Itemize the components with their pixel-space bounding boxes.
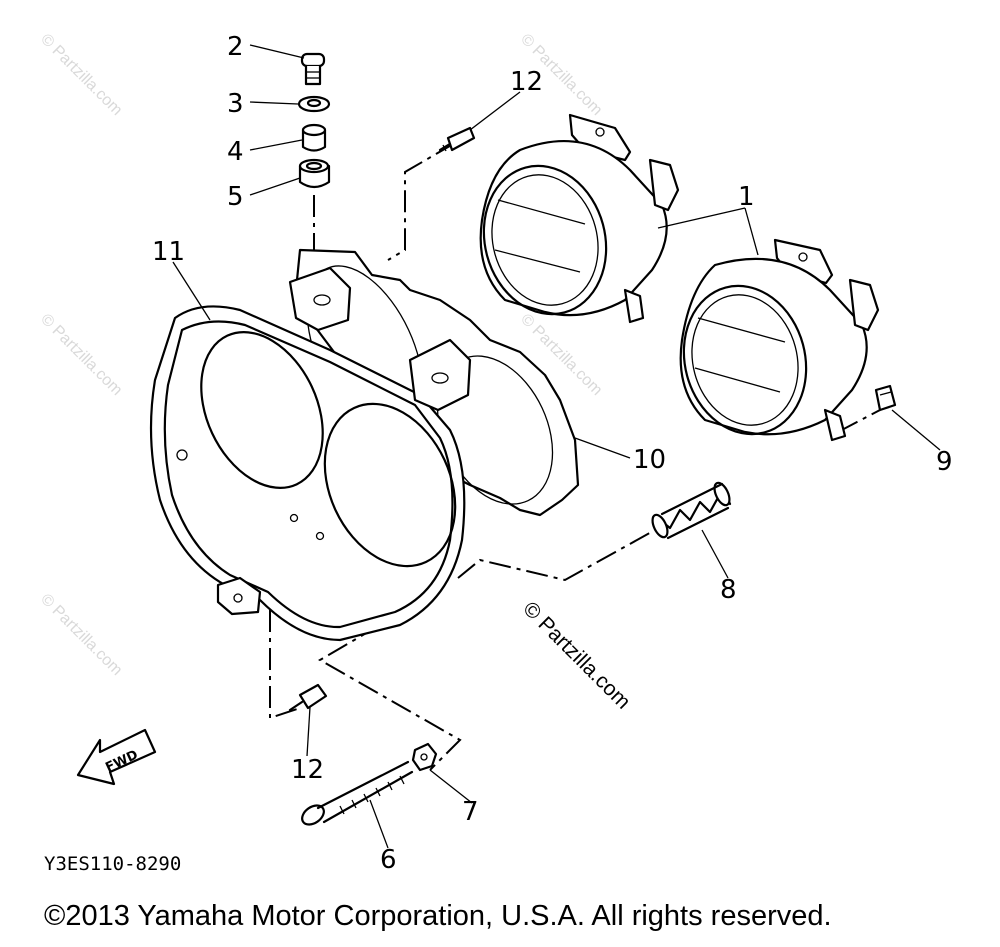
diagram-code: Y3ES110-8290 <box>44 853 181 875</box>
callout-4: 4 <box>227 137 244 167</box>
callout-5: 5 <box>227 182 244 212</box>
watermark-faint: © Partzilla.com <box>37 591 125 679</box>
grommet-part-5 <box>298 158 331 189</box>
callout-8: 8 <box>720 575 737 605</box>
callout-7: 7 <box>462 797 479 827</box>
screw-part-12-upper <box>438 126 476 152</box>
nut-part-7 <box>411 742 438 772</box>
headlight-part-1-upper <box>479 113 680 324</box>
callout-12-lower: 12 <box>291 755 324 785</box>
watermark-faint: © Partzilla.com <box>37 31 125 119</box>
housing-part-11 <box>149 266 472 642</box>
callout-2: 2 <box>227 32 244 62</box>
clip-part-9 <box>874 384 897 412</box>
callout-6: 6 <box>380 845 397 875</box>
watermark-main: © Partzilla.com <box>518 597 634 713</box>
callout-9: 9 <box>936 447 953 477</box>
exploded-view-svg: © Partzilla.com © Partzilla.com © Partzi… <box>37 31 953 875</box>
spring-part-8 <box>651 481 732 540</box>
forward-arrow-icon: FWD <box>76 728 157 786</box>
callout-labels: 2 3 4 5 12 1 11 10 9 8 7 12 6 <box>152 32 953 875</box>
callout-3: 3 <box>227 89 244 119</box>
leader-lines <box>172 44 941 849</box>
headlight-part-1-lower <box>679 238 880 442</box>
bolt-part-2 <box>300 52 326 86</box>
copyright-notice: ©2013 Yamaha Motor Corporation, U.S.A. A… <box>44 900 832 932</box>
screw-part-12-lower <box>288 683 328 712</box>
washer-part-3 <box>297 95 331 113</box>
bolt-part-6 <box>301 760 414 826</box>
callout-10: 10 <box>633 445 666 475</box>
callout-12-upper: 12 <box>510 67 543 97</box>
watermark-faint: © Partzilla.com <box>37 311 125 399</box>
collar-part-4 <box>301 123 327 152</box>
callout-11: 11 <box>152 237 185 267</box>
callout-1: 1 <box>738 182 755 212</box>
